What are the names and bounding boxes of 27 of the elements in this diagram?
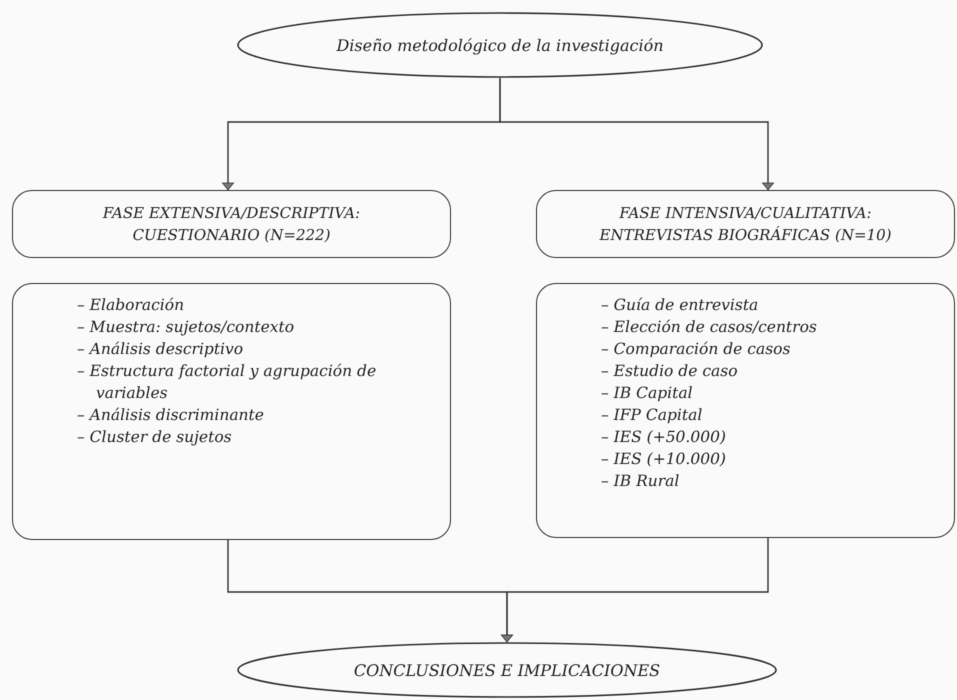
- list-item: – Análisis discriminante: [77, 405, 264, 426]
- list-item: – IB Rural: [601, 471, 680, 492]
- list-item: – Cluster de sujetos: [77, 427, 232, 448]
- list-item: – Comparación de casos: [601, 339, 790, 360]
- phase-box: [536, 190, 955, 258]
- list-item: – Estudio de caso: [601, 361, 738, 382]
- list-item: – Elección de casos/centros: [601, 317, 817, 338]
- phase-title: FASE EXTENSIVA/DESCRIPTIVA: CUESTIONARIO (N=222): [102, 203, 362, 246]
- list-item: – Análisis descriptivo: [77, 339, 244, 360]
- list-item: – Muestra: sujetos/contexto: [77, 317, 294, 338]
- list-item: – IES (+50.000): [601, 427, 726, 448]
- list-item: – IES (+10.000): [601, 449, 726, 470]
- list-item: – Estructura factorial y agrupación de variables: [77, 361, 378, 404]
- ellipse-node: [237, 642, 777, 698]
- arrow: [499, 78, 774, 190]
- arrow: [501, 538, 769, 642]
- list-box: [12, 283, 451, 540]
- list-item: – IFP Capital: [601, 405, 702, 426]
- phase-title: FASE INTENSIVA/CUALITATIVA: ENTREVISTAS BIOGRÁFICAS (N=10): [598, 203, 892, 246]
- phase-box: [12, 190, 451, 258]
- list-box: [536, 283, 955, 538]
- list-item: – Guía de entrevista: [601, 295, 758, 316]
- node-label: Diseño metodológico de la investigación: [336, 36, 664, 54]
- ellipse-node: [237, 12, 763, 78]
- list-item: – Elaboración: [77, 295, 186, 316]
- node-label: CONCLUSIONES E IMPLICACIONES: [354, 660, 660, 680]
- list-item: – IB Capital: [601, 383, 693, 404]
